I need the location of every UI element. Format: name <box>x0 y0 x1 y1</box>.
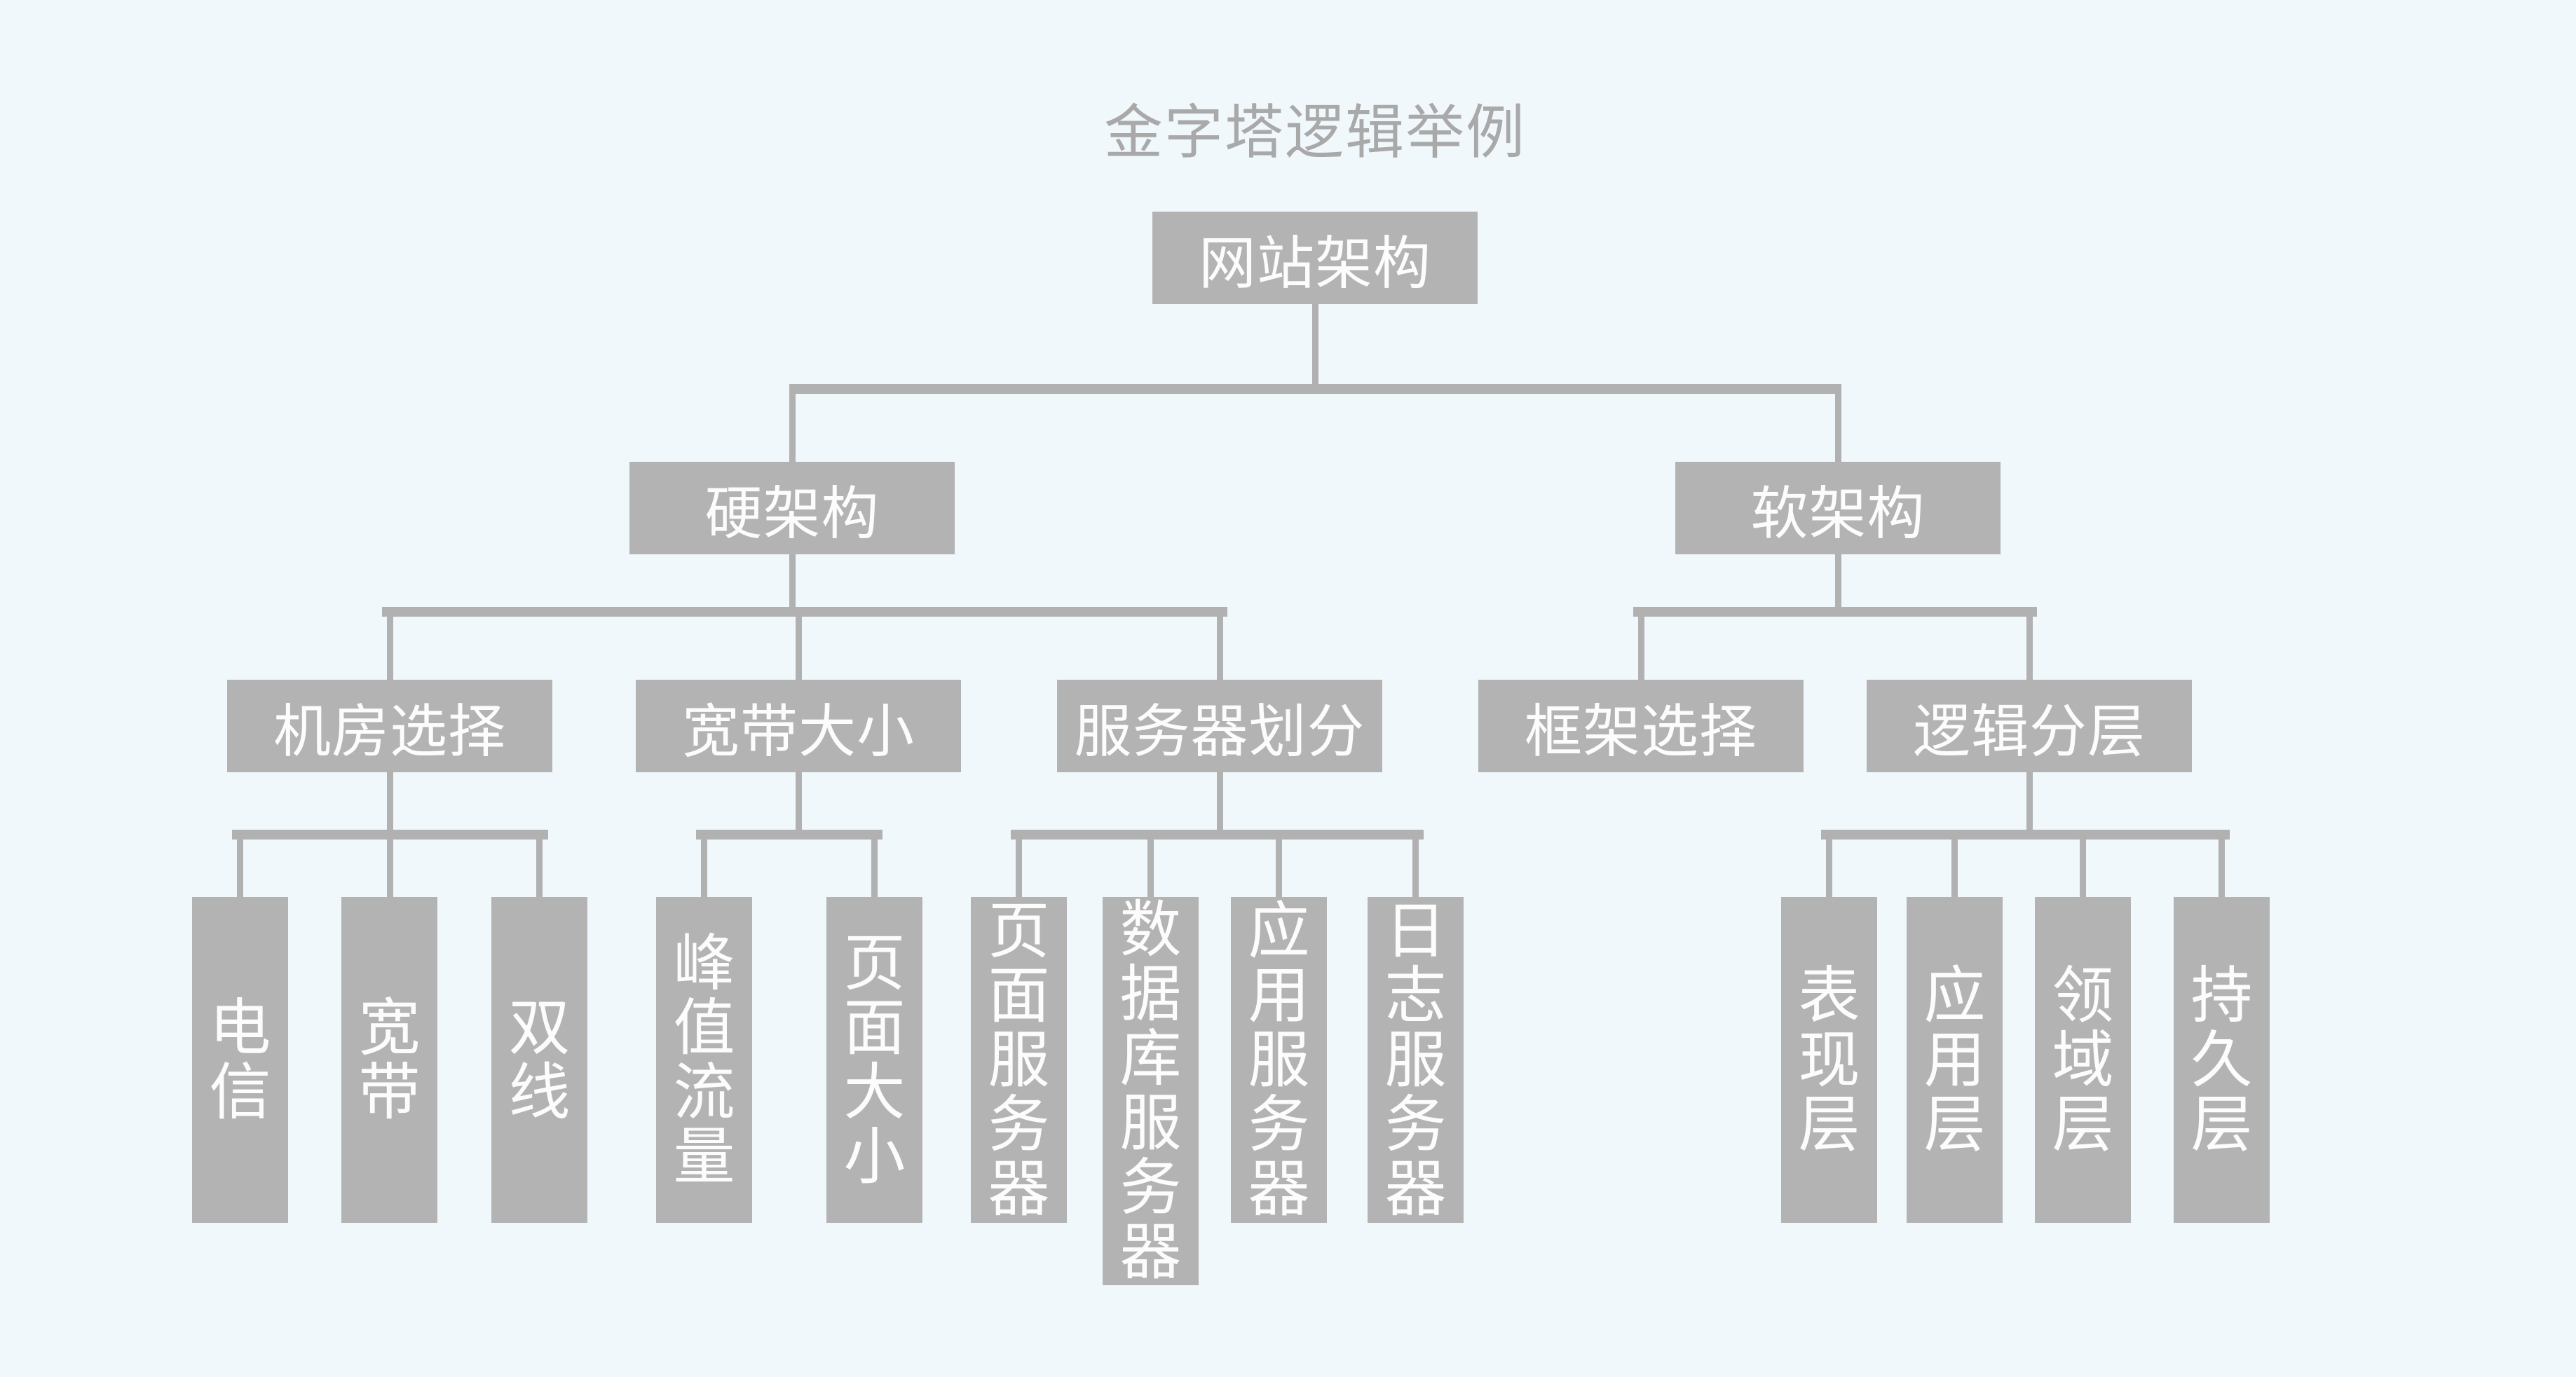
connector-soft-down <box>1835 554 1841 612</box>
node-label: 电信 <box>209 992 271 1127</box>
node-framework-selection: 框架选择 <box>1478 680 1804 772</box>
node-label: 持久层 <box>2190 960 2253 1159</box>
node-soft-architecture: 软架构 <box>1675 462 2001 554</box>
node-logic-layering: 逻辑分层 <box>1867 680 2192 772</box>
node-label: 硬架构 <box>704 481 880 546</box>
connector-root-drop <box>1312 303 1318 390</box>
connector-domainlayer-drop <box>2080 833 2086 897</box>
connector-appserver-drop <box>1276 833 1282 897</box>
connector-logic-drop <box>2026 611 2033 680</box>
leaf-page-server: 页面服务器 <box>971 897 1067 1223</box>
connector-level2-bar <box>789 384 1841 394</box>
connector-broadband-drop <box>387 833 393 897</box>
connector-soft-drop <box>1835 387 1841 462</box>
node-label: 服务器划分 <box>1074 699 1365 764</box>
connector-logserver-drop <box>1412 833 1419 897</box>
node-website-architecture: 网站架构 <box>1152 212 1478 304</box>
node-label: 网站架构 <box>1198 231 1431 296</box>
connector-bandwidth-drop <box>796 611 802 680</box>
connector-hard-children-bar <box>382 607 1227 617</box>
leaf-broadband: 宽带 <box>341 897 437 1223</box>
connector-pageserver-drop <box>1016 833 1022 897</box>
leaf-peak-traffic: 峰值流量 <box>656 897 752 1223</box>
connector-dualline-drop <box>536 833 543 897</box>
node-label: 软架构 <box>1750 481 1926 546</box>
connector-persistlayer-drop <box>2219 833 2225 897</box>
connector-serverdiv-drop <box>1217 611 1223 680</box>
node-label: 宽带大小 <box>681 699 915 764</box>
leaf-log-server: 日志服务器 <box>1368 897 1464 1223</box>
leaf-application-server: 应用服务器 <box>1231 897 1327 1223</box>
connector-serverdiv-down <box>1217 772 1223 835</box>
connector-logic-leaves-bar <box>1821 830 2230 840</box>
node-label: 宽带 <box>358 992 421 1127</box>
connector-hard-down <box>789 554 796 612</box>
connector-presentation-drop <box>1826 833 1832 897</box>
node-bandwidth-size: 宽带大小 <box>636 680 961 772</box>
node-label: 应用层 <box>1923 960 1986 1159</box>
node-server-division: 服务器划分 <box>1057 680 1382 772</box>
connector-bandwidth-down <box>796 772 802 835</box>
connector-pagesize-drop <box>871 833 878 897</box>
connector-peak-drop <box>701 833 707 897</box>
node-hard-architecture: 硬架构 <box>629 462 955 554</box>
node-label: 页面大小 <box>843 928 906 1191</box>
node-label: 表现层 <box>1798 960 1860 1159</box>
connector-room-down <box>387 772 393 835</box>
node-label: 领域层 <box>2052 960 2114 1159</box>
node-label: 峰值流量 <box>673 928 735 1191</box>
node-label: 日志服务器 <box>1384 896 1447 1224</box>
connector-room-drop <box>387 611 393 680</box>
node-label: 双线 <box>508 992 571 1127</box>
connector-telecom-drop <box>237 833 243 897</box>
node-label: 页面服务器 <box>988 896 1050 1224</box>
leaf-domain-layer: 领域层 <box>2035 897 2131 1223</box>
leaf-page-size: 页面大小 <box>826 897 922 1223</box>
leaf-telecom: 电信 <box>192 897 288 1223</box>
node-label: 数据库服务器 <box>1119 895 1182 1287</box>
connector-dbserver-drop <box>1147 833 1154 897</box>
leaf-dual-line: 双线 <box>491 897 587 1223</box>
node-label: 应用服务器 <box>1248 896 1310 1224</box>
node-label: 逻辑分层 <box>1912 699 2146 764</box>
connector-logic-down <box>2026 772 2033 835</box>
connector-framework-drop <box>1638 611 1644 680</box>
leaf-persistence-layer: 持久层 <box>2174 897 2270 1223</box>
connector-applayer-drop <box>1951 833 1958 897</box>
leaf-presentation-layer: 表现层 <box>1781 897 1877 1223</box>
diagram-title: 金字塔逻辑举例 <box>1103 100 1527 165</box>
node-label: 机房选择 <box>273 699 506 764</box>
connector-soft-children-bar <box>1633 607 2037 617</box>
leaf-application-layer: 应用层 <box>1907 897 2003 1223</box>
node-label: 框架选择 <box>1524 699 1757 764</box>
connector-serverdiv-leaves-bar <box>1011 830 1424 840</box>
connector-hard-drop <box>789 387 796 462</box>
node-server-room-selection: 机房选择 <box>227 680 552 772</box>
leaf-database-server: 数据库服务器 <box>1103 897 1199 1285</box>
connector-bandwidth-leaves-bar <box>696 830 882 840</box>
